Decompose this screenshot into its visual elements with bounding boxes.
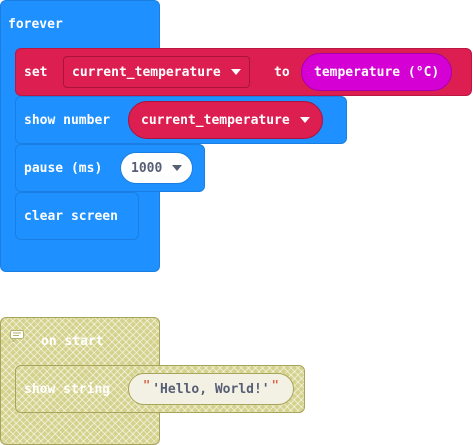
- show-number-label: show number: [24, 113, 111, 128]
- pause-duration-value: 1000: [131, 160, 163, 176]
- pause-duration-dropdown[interactable]: 1000: [120, 152, 194, 184]
- chevron-down-icon: [299, 117, 310, 123]
- clear-screen-block[interactable]: clear screen: [15, 192, 139, 240]
- variable-reporter-current-temperature[interactable]: current_temperature: [128, 101, 323, 139]
- set-variable-block[interactable]: set current_temperature to temperature (…: [15, 48, 472, 96]
- open-quote: ": [143, 378, 151, 392]
- pause-label: pause (ms): [24, 161, 103, 176]
- string-value: 'Hello, World!': [152, 381, 270, 397]
- pause-block[interactable]: pause (ms) 1000: [15, 144, 205, 192]
- chevron-down-icon: [230, 69, 241, 75]
- close-quote: ": [271, 378, 279, 392]
- string-input[interactable]: " 'Hello, World!' ": [128, 373, 294, 405]
- to-label: to: [274, 65, 290, 80]
- temperature-reporter[interactable]: temperature (°C): [301, 53, 453, 91]
- temperature-reporter-label: temperature (°C): [314, 64, 440, 80]
- show-string-block[interactable]: show string " 'Hello, World!' ": [15, 365, 305, 413]
- on-start-label: on start: [41, 334, 104, 349]
- variable-dropdown-current-temperature[interactable]: current_temperature: [63, 56, 250, 88]
- comment-icon[interactable]: [10, 330, 24, 342]
- variable-name: current_temperature: [72, 64, 221, 80]
- clear-screen-label: clear screen: [24, 209, 118, 224]
- set-keyword: set: [24, 65, 48, 80]
- forever-label: forever: [8, 17, 63, 32]
- show-number-block[interactable]: show number current_temperature: [15, 96, 347, 144]
- show-string-label: show string: [24, 382, 111, 397]
- variable-reporter-label: current_temperature: [141, 112, 290, 128]
- chevron-down-icon: [172, 165, 183, 171]
